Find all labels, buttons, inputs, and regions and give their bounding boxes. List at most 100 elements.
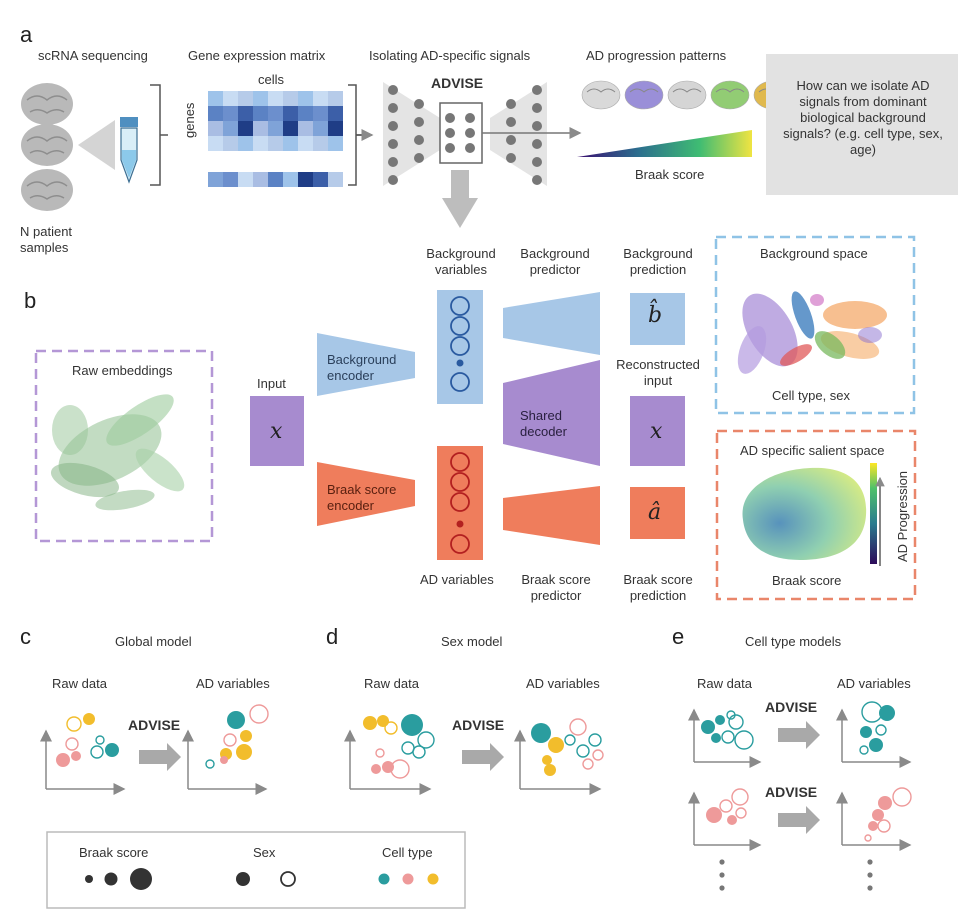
brain-gyri <box>629 88 659 93</box>
bubble <box>582 758 594 770</box>
autoencoder-node <box>414 117 424 127</box>
bubble <box>390 759 410 779</box>
panel-label-e: e <box>672 624 685 649</box>
global-model-title: Global model <box>115 634 192 649</box>
bubble <box>721 730 735 744</box>
sex-model-title: Sex model <box>441 634 503 649</box>
c-raw-label: Raw data <box>52 676 107 691</box>
bubble <box>417 731 435 749</box>
ad-variables-label: AD variables <box>420 572 494 587</box>
autoencoder-node <box>506 117 516 127</box>
bubble <box>735 807 747 819</box>
reconstructed-x: x <box>650 419 663 444</box>
matrix-cell <box>253 136 268 151</box>
matrix-cell <box>223 121 238 136</box>
matrix-cell <box>238 136 253 151</box>
matrix-cell <box>283 136 298 151</box>
bubble <box>861 701 883 723</box>
autoencoder-node <box>465 113 475 123</box>
progression-brain <box>710 80 750 110</box>
progression-brains <box>581 80 793 110</box>
brain-gyri <box>586 88 616 93</box>
bubble <box>363 716 377 730</box>
braak-predictor-shape <box>503 486 600 545</box>
input-block <box>250 396 304 466</box>
bubble <box>860 726 872 738</box>
funnel-shape <box>78 120 115 170</box>
matrix-cell <box>223 106 238 121</box>
matrix-cell <box>298 172 313 187</box>
autoencoder-node <box>414 99 424 109</box>
matrix-cell <box>253 91 268 106</box>
autoencoder-node <box>388 139 398 149</box>
autoencoder-nodes <box>388 85 542 185</box>
matrix-cell <box>328 121 343 136</box>
bracket-left <box>150 84 168 186</box>
bubble <box>727 815 737 825</box>
braak-gradient <box>577 130 752 157</box>
decoder-shape <box>490 82 547 186</box>
question-text: How can we isolate AD signals from domin… <box>783 78 943 157</box>
matrix-cell <box>223 172 238 187</box>
d-advise-label: ADVISE <box>452 717 505 733</box>
matrix-cell <box>223 91 238 106</box>
panel-label-d: d <box>326 624 339 649</box>
bubble <box>728 714 744 730</box>
bubble <box>377 715 389 727</box>
bubble <box>864 834 872 842</box>
progression-brain <box>581 80 621 110</box>
bubble <box>223 733 237 747</box>
e-advise-label-1: ADVISE <box>765 699 818 715</box>
autoencoder-node <box>388 121 398 131</box>
autoencoder-node <box>414 153 424 163</box>
brain-gyri <box>715 88 745 93</box>
matrix-cell <box>253 106 268 121</box>
bubble <box>548 737 564 753</box>
matrix-cell <box>238 91 253 106</box>
bubble <box>401 741 415 755</box>
matrix-cell <box>268 121 283 136</box>
bubble <box>878 796 892 810</box>
b-hat: b̂ <box>648 303 663 328</box>
bubble <box>576 744 590 758</box>
reconstructed-input-block <box>630 396 685 466</box>
matrix-cell <box>328 136 343 151</box>
autoencoder-node <box>506 153 516 163</box>
ad-variables-block <box>437 446 483 560</box>
bubble <box>95 735 105 745</box>
d-ad-label: AD variables <box>526 676 600 691</box>
legend-braak-small <box>85 875 93 883</box>
advise-label: ADVISE <box>431 75 484 91</box>
autoencoder-node <box>506 99 516 109</box>
braak-encoder-shape <box>317 462 415 526</box>
autoencoder-node <box>532 157 542 167</box>
input-label: Input <box>257 376 286 391</box>
matrix-cell <box>313 136 328 151</box>
matrix-cell <box>283 91 298 106</box>
autoencoder-node <box>532 85 542 95</box>
bubble <box>715 715 725 725</box>
down-arrow <box>442 170 478 228</box>
c-ad-label: AD variables <box>196 676 270 691</box>
autoencoder-node <box>445 128 455 138</box>
brain-gyri <box>672 88 702 93</box>
bubble <box>711 733 721 743</box>
matrix-cell <box>208 106 223 121</box>
matrix-cell <box>253 172 268 187</box>
background-space-box <box>714 235 916 415</box>
bubble <box>384 721 398 735</box>
autoencoder-node <box>388 85 398 95</box>
question-box <box>766 54 958 195</box>
bubble <box>701 720 715 734</box>
bubble <box>249 704 269 724</box>
matrix-cell <box>283 172 298 187</box>
background-variable-nodes <box>450 296 470 392</box>
matrix-cell <box>238 106 253 121</box>
salient-space-box <box>715 429 917 601</box>
legend-braak-medium <box>104 872 118 886</box>
panel-label-c: c <box>20 624 31 649</box>
matrix-cell <box>268 172 283 187</box>
braak-encoder-label: Braak score encoder <box>327 482 397 513</box>
matrix-cell <box>328 172 343 187</box>
